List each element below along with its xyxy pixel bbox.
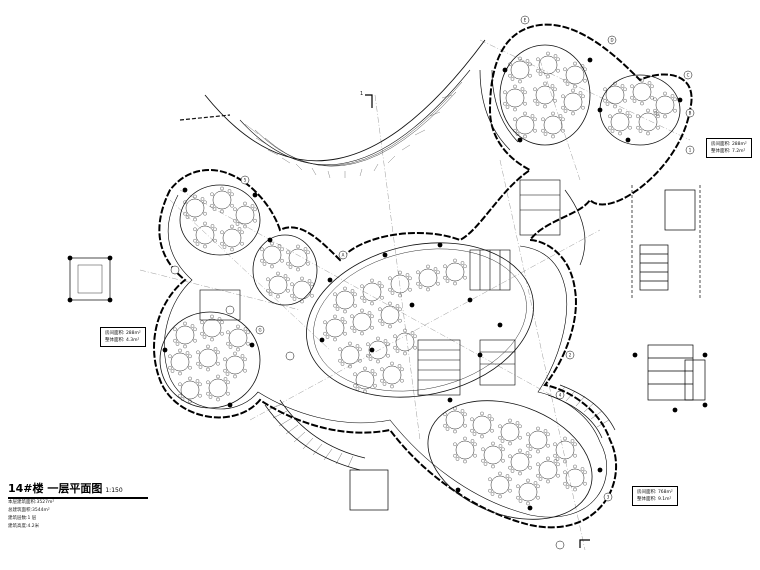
axis-label-3: 3 [607, 495, 610, 500]
drawing-title-block: 14#楼 一层平面图 1:150 本层建筑面积:3527m² 总建筑面积:354… [8, 480, 148, 531]
axis-label-b: B [689, 111, 692, 116]
building-outline [153, 23, 693, 529]
drawing-title: 14#楼 一层平面图 [8, 482, 103, 495]
area-note-east-line1: 房间面积: 288m² [711, 142, 747, 147]
stat-height: 建筑高度:4.2米 [8, 524, 40, 529]
axis-marker-labels: A B C D E G 1 2 3 4 5 [244, 18, 692, 500]
axis-label-d: D [610, 38, 613, 43]
service-cores [199, 179, 561, 396]
outdoor-stairs [264, 69, 616, 471]
axis-label-4: 4 [559, 393, 562, 398]
axis-label-a: A [342, 253, 345, 258]
dining-tables [168, 51, 677, 506]
area-note-south: 房间面积: 768m² 整体面积: 9.1m² [632, 486, 678, 506]
axis-label-c: C [687, 73, 690, 78]
grid-lines [139, 39, 691, 551]
axis-label-2: 2 [569, 353, 572, 358]
axis-label-1: 1 [689, 148, 692, 153]
drawing-scale: 1:150 [105, 487, 123, 494]
section-mark-label: 1 [360, 91, 363, 97]
entrance-canopy [179, 39, 486, 167]
area-note-south-line1: 房间面积: 768m² [637, 490, 673, 495]
section-marks [365, 94, 590, 548]
detached-stair-blocks [69, 185, 706, 511]
stat-floor-area: 本层建筑面积:3527m² [8, 500, 55, 505]
canopy-hatch [244, 94, 453, 179]
interior-walls [159, 44, 681, 520]
area-note-west-line1: 房间面积: 288m² [105, 331, 141, 336]
area-note-west-line2: 整体面积: 4.3m² [105, 338, 140, 343]
axis-label-5: 5 [244, 178, 247, 183]
stat-total-area: 总建筑面积:3544m² [8, 508, 50, 513]
area-note-west: 房间面积: 288m² 整体面积: 4.3m² [100, 327, 146, 347]
area-note-east-line2: 整体面积: 7.2m² [711, 149, 746, 154]
area-note-east: 房间面积: 288m² 整体面积: 7.2m² [706, 138, 752, 158]
title-row: 14#楼 一层平面图 1:150 [8, 480, 148, 499]
axis-label-e: E [524, 18, 527, 23]
stat-floors: 建筑层数:1 层 [8, 516, 37, 521]
axis-markers [170, 15, 695, 550]
axis-label-g: G [258, 328, 261, 333]
area-note-south-line2: 整体面积: 9.1m² [637, 497, 672, 502]
